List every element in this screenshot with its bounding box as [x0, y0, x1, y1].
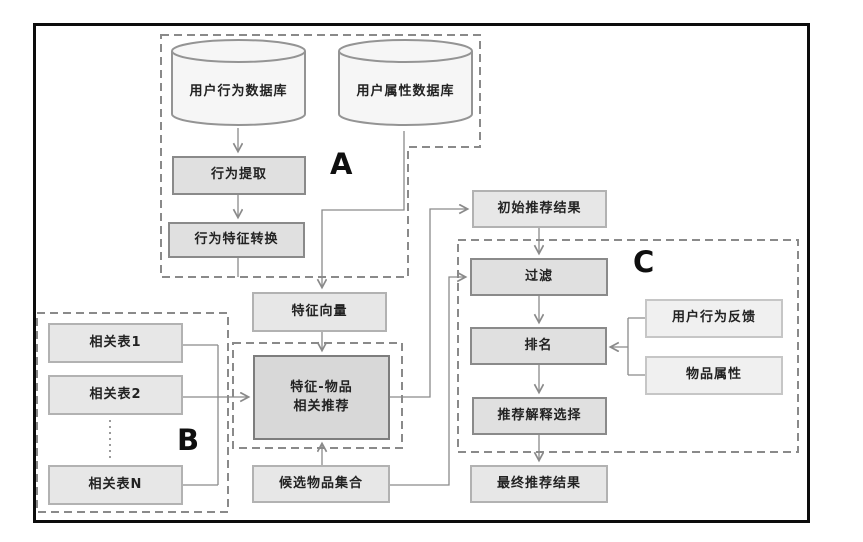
node-label: 行为特征转换: [194, 231, 279, 247]
node-label: 用户属性数据库: [356, 84, 455, 99]
cylinder-shape: [338, 39, 473, 126]
section-label-b: B: [177, 423, 200, 457]
node-user-attribute-db: 用户属性数据库: [337, 38, 474, 128]
node-label: 候选物品集合: [278, 475, 363, 491]
section-c-border: [457, 239, 799, 453]
node-behavior-feature-conversion: 行为特征转换: [168, 222, 305, 258]
node-label: 特征向量: [291, 303, 348, 319]
node-label: 排名: [524, 337, 553, 353]
node-label: 用户行为数据库: [189, 84, 288, 99]
node-label: 相关表1: [89, 334, 142, 350]
node-ranking: 排名: [470, 327, 607, 365]
node-label: 推荐解释选择: [497, 407, 582, 423]
node-recommendation-explanation-selection: 推荐解释选择: [472, 397, 607, 435]
section-label-c: C: [633, 245, 655, 279]
node-label: 用户行为反馈: [671, 310, 756, 326]
node-label: 行为提取: [210, 167, 267, 183]
node-candidate-item-set: 候选物品集合: [252, 465, 390, 503]
node-label: 最终推荐结果: [496, 475, 581, 491]
node-final-recommendation-result: 最终推荐结果: [470, 465, 608, 503]
section-a-border: [160, 34, 481, 278]
section-b-border: [36, 312, 229, 513]
node-user-behavior-feedback: 用户行为反馈: [645, 299, 783, 338]
node-related-table-n: 相关表N: [48, 465, 183, 505]
node-label: 初始推荐结果: [497, 200, 582, 216]
cylinder-shape: [171, 39, 306, 126]
node-user-behavior-db: 用户行为数据库: [170, 38, 307, 128]
node-behavior-extraction: 行为提取: [172, 156, 306, 195]
node-label: 相关表N: [88, 476, 143, 492]
node-label: 相关表2: [89, 386, 142, 402]
node-filter: 过滤: [470, 258, 608, 296]
node-item-attribute: 物品属性: [645, 356, 783, 395]
node-feature-item-recommendation: 特征-物品 相关推荐: [253, 355, 390, 440]
node-label-line1: 特征-物品: [290, 379, 353, 395]
section-label-a: A: [330, 147, 353, 181]
node-label-line2: 相关推荐: [293, 398, 350, 414]
node-feature-vector: 特征向量: [252, 292, 387, 332]
node-initial-recommendation-result: 初始推荐结果: [472, 190, 607, 228]
node-related-table-1: 相关表1: [48, 323, 183, 363]
node-related-table-2: 相关表2: [48, 375, 183, 415]
node-label: 物品属性: [685, 367, 742, 383]
node-label: 过滤: [524, 268, 553, 284]
